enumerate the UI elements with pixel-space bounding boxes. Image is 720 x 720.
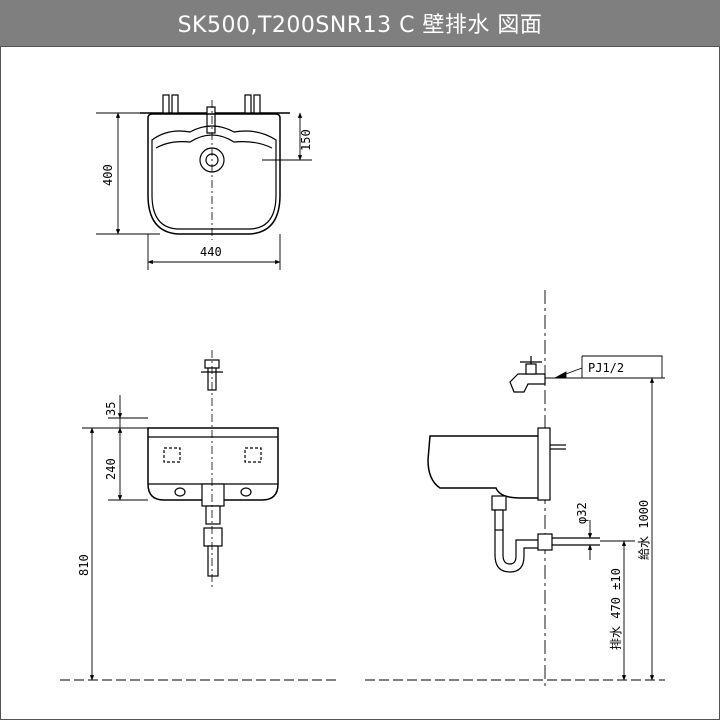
pipe-diameter-label: φ32 bbox=[575, 502, 589, 524]
width-dim-label: 440 bbox=[200, 245, 222, 259]
top-view bbox=[140, 94, 290, 240]
front-dimensions bbox=[60, 395, 340, 681]
top-dimensions bbox=[96, 112, 312, 270]
rim-gap-dim-label: 35 bbox=[104, 402, 118, 416]
tap-offset-dim-label: 150 bbox=[299, 129, 313, 151]
drain-height-label: 排水 470 ±10 bbox=[609, 568, 623, 650]
floor-to-rim-dim-label: 810 bbox=[77, 554, 91, 576]
basin-height-dim-label: 240 bbox=[104, 458, 118, 480]
supply-height-label: 給水 1000 bbox=[637, 500, 651, 560]
supply-callout-label: PJ1/2 bbox=[588, 361, 624, 375]
drawing-title: SK500,T200SNR13 C 壁排水 図面 bbox=[0, 0, 720, 46]
depth-dim-label: 400 bbox=[101, 164, 115, 186]
front-view bbox=[147, 350, 279, 590]
side-dimensions bbox=[545, 355, 665, 681]
